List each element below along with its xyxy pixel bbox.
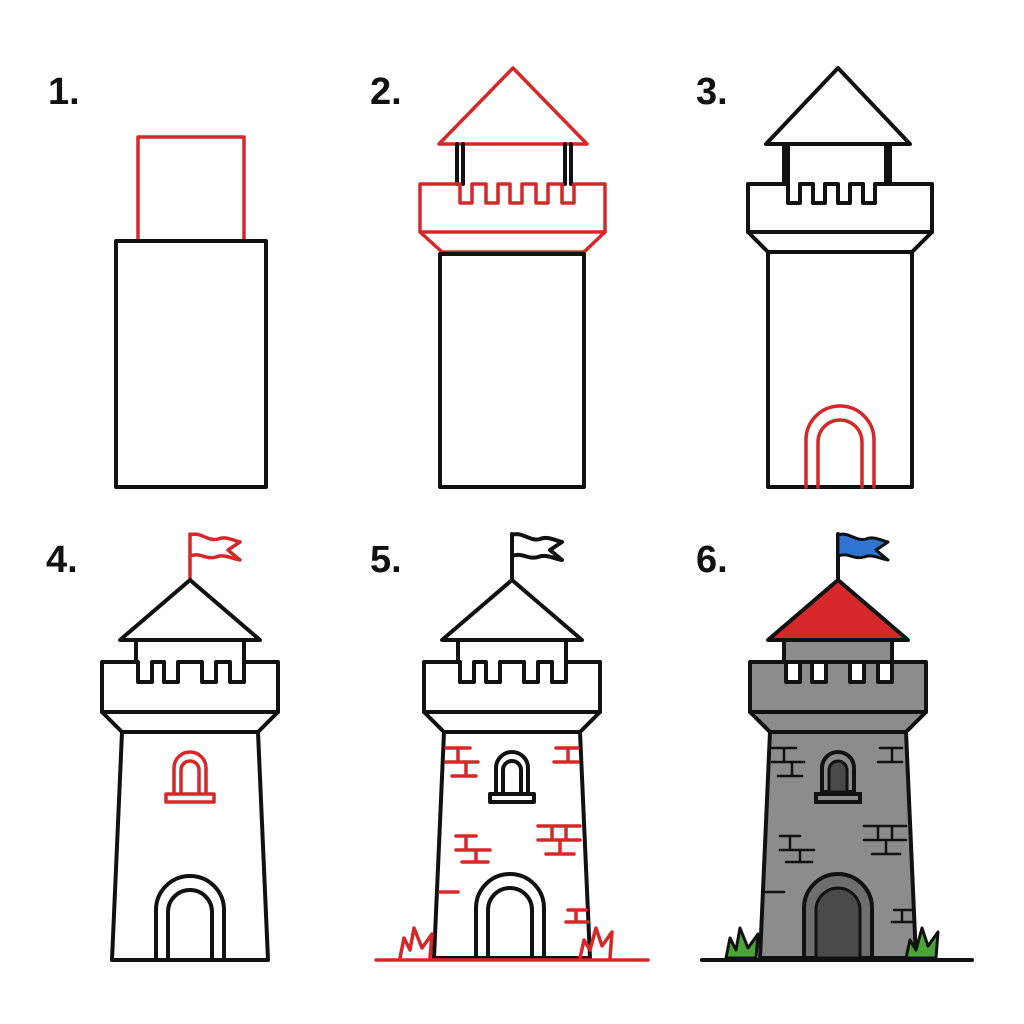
step-4-window-outer [172,750,208,794]
step-4-door-outer [154,874,226,962]
step-1-top-block [136,135,246,243]
step-5-roof [440,578,584,642]
step-5-door-inner [486,886,534,960]
step-4-roof [118,578,262,642]
step-6-window-sill [814,792,862,804]
step-5-window-inner [501,759,523,794]
step-1: 1. [48,71,268,489]
step-4-window-sill [164,792,216,804]
step-3-roof [764,66,912,146]
step-1-number: 1. [48,71,80,113]
step-4-flag [188,532,242,562]
step-3-battlement [746,182,934,254]
step-2-tower-body [438,252,586,489]
step-5-grass-left [398,926,434,960]
step-6-door-inner [814,886,862,960]
step-5-bricks [438,746,590,924]
step-3-turret [782,142,892,186]
step-6-grass-right [904,926,940,960]
step-5-window-sill [488,792,536,804]
step-5-battlement [422,660,602,734]
step-2-number: 2. [370,71,402,113]
step-4-tower-body [110,730,270,962]
step-5-door-outer [474,872,546,960]
step-6-grass-left [724,926,760,960]
step-3-door-inner [816,418,864,489]
step-4-window-inner [179,759,201,794]
step-4-battlement [100,660,280,734]
step-4-number: 4. [46,539,78,581]
step-6-flag [836,532,890,562]
step-3-tower-body [766,250,914,489]
step-5-window-outer [494,750,530,794]
step-6: 6. [696,532,974,962]
step-5-flag [510,532,564,562]
step-4-turret [134,638,246,664]
step-2-turret [455,142,573,186]
step-3-number: 3. [696,71,728,113]
step-5-turret [456,638,568,664]
step-5: 5. [370,532,650,962]
step-3-door-outer [804,404,876,489]
step-4-door-inner [166,888,214,962]
step-1-tower-body [114,239,268,489]
step-6-turret [782,638,894,664]
step-3: 3. [696,66,934,489]
step-4: 4. [46,532,280,962]
step-5-number: 5. [370,539,402,581]
step-5-tower-body [432,730,592,960]
step-6-battlement [748,660,928,734]
step-2: 2. [370,66,607,489]
step-5-grass-right [578,926,614,960]
step-2-battlement [418,182,607,254]
step-2-roof [437,66,589,146]
step-6-roof [766,578,910,642]
step-6-bricks [764,746,916,924]
step-6-number: 6. [696,539,728,581]
step-6-window-inner [827,759,849,794]
